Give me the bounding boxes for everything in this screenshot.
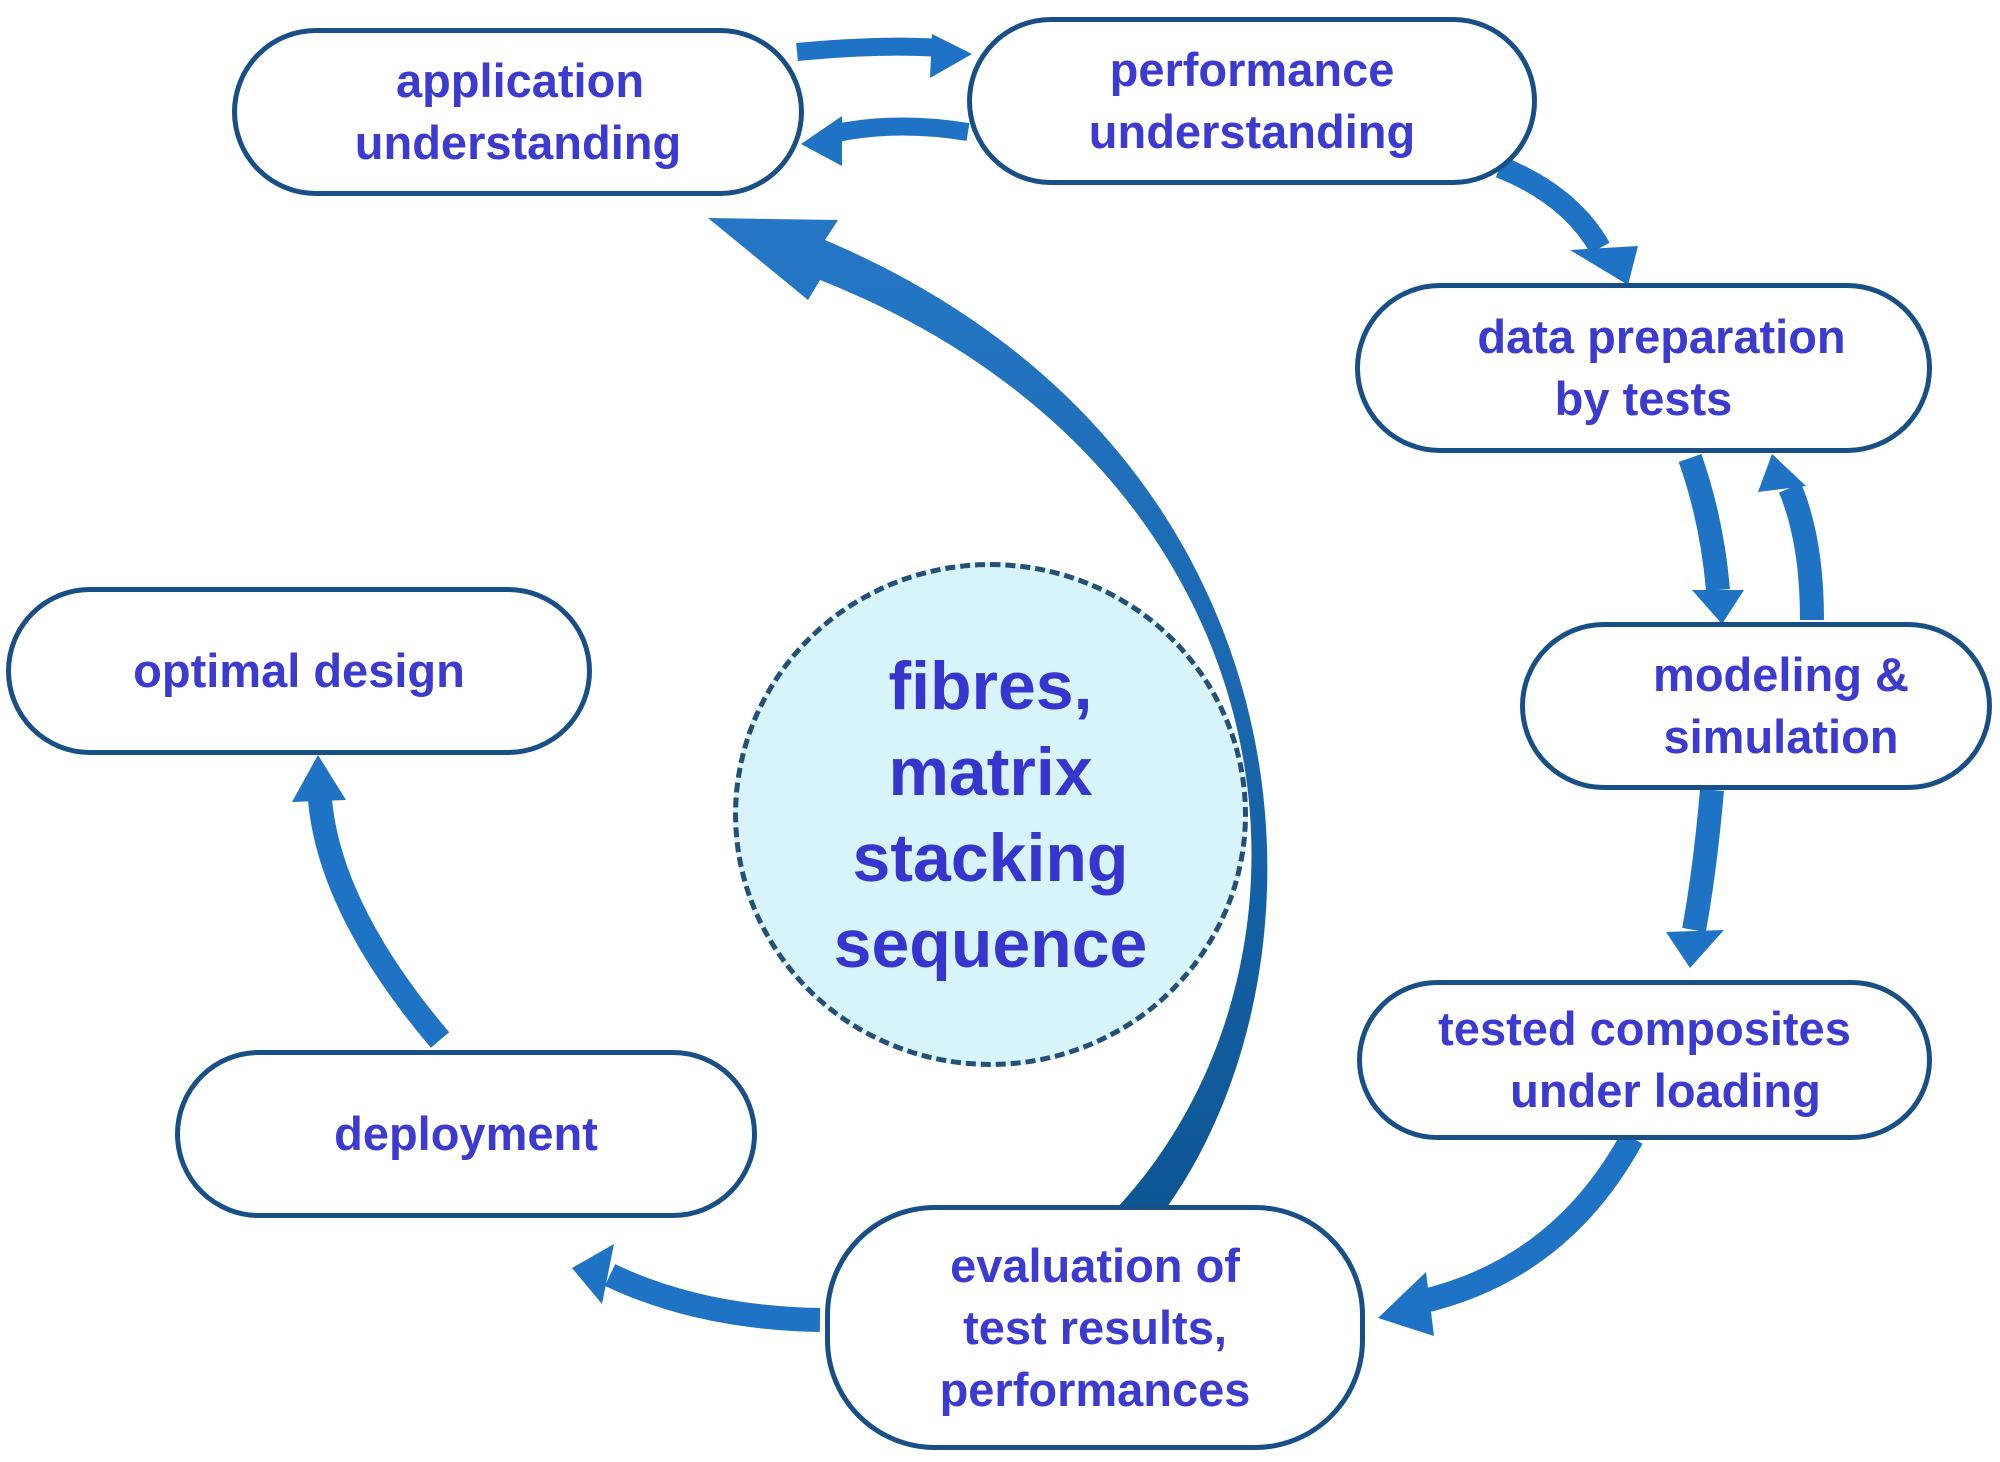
arrow-performance-to-data-preparation: [1495, 156, 1638, 285]
node-label-line: test results,: [963, 1300, 1227, 1354]
node-label-line: understanding: [354, 116, 682, 169]
node-label-line: optimal design: [133, 644, 465, 697]
node-label-line: application: [395, 54, 645, 107]
node-deployment: deployment: [175, 1050, 757, 1218]
node-label-line: tested composites: [1438, 1002, 1851, 1055]
arrow-modeling-to-tested: [1666, 788, 1724, 968]
node-label-line: performances: [939, 1362, 1251, 1416]
node-application-understanding: application understanding: [232, 28, 804, 196]
arrow-performance-to-application: [801, 116, 970, 166]
node-modeling-simulation: modeling & simulation: [1520, 622, 1992, 790]
arrow-evaluation-to-application: [708, 218, 1268, 1210]
arrow-modeling-to-data: [1758, 454, 1824, 621]
node-label-line: deployment: [334, 1107, 598, 1160]
arrow-evaluation-to-deployment: [572, 1244, 821, 1332]
center-line-1: fibres,: [888, 647, 1093, 724]
arrow-application-to-performance: [796, 34, 972, 78]
node-data-preparation: data preparation by tests: [1355, 283, 1932, 453]
node-label-line: evaluation of: [950, 1238, 1240, 1292]
center-line-4: sequence: [833, 905, 1148, 982]
node-performance-understanding: performance understanding: [967, 17, 1537, 185]
center-material-circle: fibres, matrix stacking sequence: [733, 562, 1248, 1067]
arrow-deployment-to-optimal: [292, 755, 450, 1048]
node-label-line: simulation: [1663, 710, 1899, 763]
node-tested-composites: tested composites under loading: [1357, 980, 1932, 1140]
node-evaluation: evaluation of test results, performances: [825, 1205, 1365, 1450]
center-line-2: matrix: [888, 733, 1093, 810]
node-label-line: performance: [1109, 43, 1395, 96]
node-label-line: understanding: [1088, 105, 1416, 158]
node-label-line: by tests: [1554, 372, 1733, 425]
node-label-line: data preparation: [1477, 310, 1846, 363]
node-optimal-design: optimal design: [6, 587, 592, 755]
node-label-line: under loading: [1510, 1064, 1821, 1117]
arrow-tested-to-evaluation: [1378, 1132, 1643, 1336]
arrow-data-to-modeling: [1678, 453, 1744, 624]
center-line-3: stacking: [852, 819, 1129, 896]
node-label-line: modeling &: [1653, 648, 1909, 701]
